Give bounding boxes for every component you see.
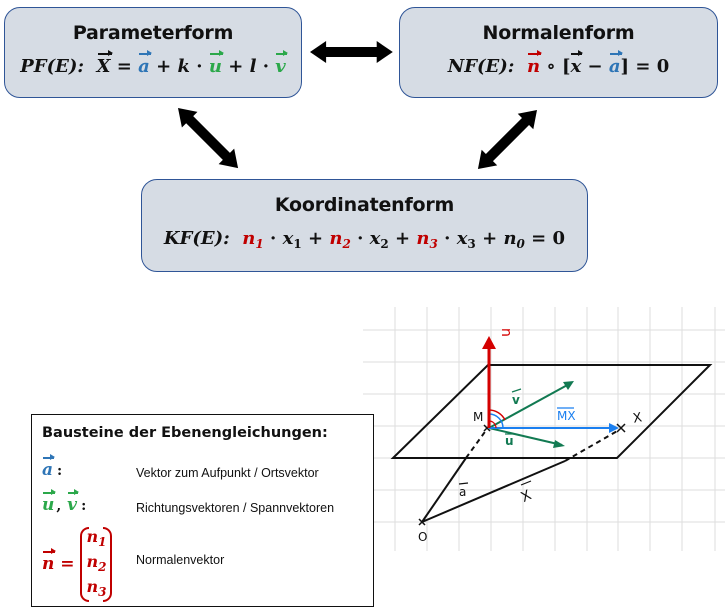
vector-n: n — [42, 548, 57, 574]
parameter-l: l — [249, 56, 257, 77]
koordinatenform-title: Koordinatenform — [274, 194, 455, 216]
label-M: M — [473, 410, 483, 424]
vector-a: a — [42, 454, 56, 480]
variable-x2: x2 — [369, 228, 389, 251]
bracket-open: [ — [561, 56, 571, 77]
normalenform-title: Normalenform — [482, 22, 635, 44]
vector-MX-arrowhead — [609, 423, 619, 433]
label-v: v — [512, 393, 520, 407]
minus-sign: − — [587, 56, 603, 77]
vector-x: x — [570, 50, 583, 77]
plane-parallelogram — [390, 364, 713, 459]
legend-title: Bausteine der Ebenengleichungen: — [42, 425, 328, 441]
label-n: n — [498, 328, 514, 337]
plus-sign: + — [395, 228, 411, 249]
dot-sign: · — [196, 56, 203, 77]
label-MX: MX — [557, 409, 576, 423]
legend-box: Bausteine der Ebenengleichungen: a: Vekt… — [31, 414, 374, 607]
vector-a-line — [421, 457, 467, 523]
vector-X: X — [96, 50, 113, 77]
legend-desc-a: Vektor zum Aufpunkt / Ortsvektor — [136, 466, 319, 480]
vector-x-dashed — [564, 429, 620, 462]
normal-vector-arrowhead — [482, 336, 496, 349]
legend-desc-n: Normalenvektor — [136, 553, 225, 567]
vector-a: a — [138, 50, 152, 77]
coefficient-n2: n2 — [329, 228, 351, 251]
dot-sign: · — [262, 56, 269, 77]
plus-sign: + — [228, 56, 244, 77]
vector-a-dashed — [465, 428, 488, 459]
equals-sign: = — [60, 554, 75, 574]
formula-prefix: KF(E): — [163, 228, 230, 249]
vector-u-sketch — [488, 427, 563, 446]
parameterform-formula: PF(E): X = a + k · u + l · v — [5, 50, 301, 77]
vector-v: v — [67, 489, 79, 515]
equals-sign: = — [116, 56, 132, 77]
variable-x1: x1 — [282, 228, 302, 251]
vector-v-arrowhead — [563, 381, 574, 390]
koordinatenform-formula: KF(E): n1 · x1 + n2 · x2 + n3 · x3 + n0 … — [142, 228, 587, 251]
vector-u: u — [42, 489, 57, 515]
vector-v-sketch — [488, 382, 572, 429]
plus-sign: + — [307, 228, 324, 249]
coefficient-n1: n1 — [242, 228, 264, 251]
label-O: O — [418, 530, 427, 544]
parameterform-box: Parameterform PF(E): X = a + k · u + l ·… — [4, 7, 302, 98]
legend-symbol-n: n = n1 n2 n3 — [42, 527, 113, 602]
vector-u: u — [208, 50, 225, 77]
coefficient-n3: n3 — [416, 228, 438, 251]
separator: , — [56, 498, 62, 514]
vector-a: a — [608, 50, 623, 77]
plus-sign: + — [482, 228, 498, 249]
constant-n0: n0 — [503, 228, 525, 251]
label-X: X — [632, 410, 643, 426]
legend-symbol-a: a: — [42, 454, 63, 480]
plus-sign: + — [156, 56, 172, 77]
formula-prefix: NF(E): — [447, 56, 515, 77]
formula-prefix: PF(E): — [20, 56, 84, 77]
koordinatenform-box: Koordinatenform KF(E): n1 · x1 + n2 · x2… — [141, 179, 588, 272]
label-x-vector-arrow — [520, 480, 532, 486]
point-X-mark — [616, 423, 626, 433]
zero: 0 — [552, 228, 566, 249]
colon: : — [81, 498, 87, 514]
label-a: a — [459, 485, 466, 499]
bracket-close: ] — [620, 56, 630, 77]
scalar-product-sign: ∘ — [546, 56, 556, 77]
vector-x-line — [421, 460, 566, 523]
legend-desc-uv: Richtungsvektoren / Spannvektoren — [136, 501, 335, 515]
legend-symbol-uv: u, v: — [42, 489, 87, 515]
vector-v: v — [275, 50, 289, 77]
normalenform-formula: NF(E): n ∘ [x − a] = 0 — [400, 50, 717, 77]
dot-sign: · — [444, 228, 451, 249]
dot-sign: · — [357, 228, 364, 249]
vector-n: n — [526, 50, 543, 77]
point-O-mark — [418, 518, 426, 526]
vector-u-arrowhead — [553, 440, 565, 448]
colon: : — [57, 463, 63, 479]
normal-vector-matrix: n1 n2 n3 — [80, 527, 113, 602]
equals-sign: = — [635, 56, 651, 77]
angle-marker-blue — [488, 413, 504, 429]
label-a-arrow — [458, 482, 469, 485]
normalenform-box: Normalenform NF(E): n ∘ [x − a] = 0 — [399, 7, 718, 98]
label-u: u — [505, 434, 514, 448]
dot-sign: · — [270, 228, 277, 249]
variable-x3: x3 — [456, 228, 476, 251]
equals-sign: = — [531, 228, 547, 249]
zero: 0 — [656, 56, 670, 77]
parameterform-title: Parameterform — [72, 22, 234, 44]
parameter-k: k — [177, 56, 190, 77]
label-v-arrow — [511, 388, 522, 393]
